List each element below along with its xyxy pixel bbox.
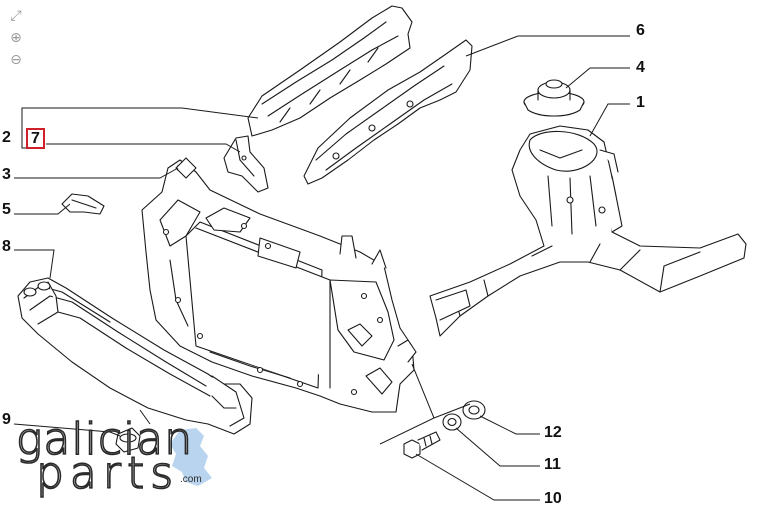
leader-9 <box>13 423 121 437</box>
part-2-upper-reinforcement <box>247 5 413 137</box>
part-1-strut-tower-assembly <box>429 125 747 337</box>
part-6-rear-longitudinal <box>303 39 473 185</box>
leader-3 <box>14 167 179 179</box>
leader-11 <box>455 427 540 467</box>
leader-12 <box>479 415 540 435</box>
part-7-angle-bracket <box>223 135 269 193</box>
callout-1[interactable]: 1 <box>636 94 645 111</box>
callout-12[interactable]: 12 <box>544 424 562 441</box>
callout-9[interactable]: 9 <box>2 411 11 428</box>
logo-domain: .com <box>180 474 202 485</box>
leader-8-bracket <box>139 409 151 425</box>
galician-parts-watermark: galician parts .com <box>10 414 220 499</box>
part-8-bumper-beam <box>17 277 253 435</box>
galicia-map-icon <box>170 428 212 486</box>
callout-2[interactable]: 2 <box>2 129 11 146</box>
zoom-in-icon[interactable]: ⊕ <box>10 30 22 46</box>
part-5-clip <box>61 193 105 215</box>
zoom-out-icon[interactable]: ⊖ <box>10 52 22 68</box>
callout-7-selected[interactable]: 7 <box>26 128 45 149</box>
leader-5 <box>14 203 71 215</box>
leader-4 <box>565 67 630 89</box>
part-4-strut-mount <box>523 79 585 117</box>
part-10-bolt <box>403 431 441 459</box>
callout-11[interactable]: 11 <box>544 456 561 473</box>
leader-8 <box>14 249 55 279</box>
leader-7 <box>46 143 241 153</box>
callout-10[interactable]: 10 <box>544 490 562 507</box>
leader-10 <box>415 453 540 501</box>
leader-6 <box>465 35 630 57</box>
callout-3[interactable]: 3 <box>2 166 11 183</box>
leader-fastener-group <box>379 363 471 445</box>
part-12-washer <box>462 400 486 420</box>
leader-1 <box>589 103 630 137</box>
callout-6[interactable]: 6 <box>636 22 645 39</box>
fit-to-screen-icon[interactable]: ⤢ <box>10 8 22 24</box>
part-9-plug <box>115 427 141 453</box>
zoom-toolbar: ⤢ ⊕ ⊖ <box>6 6 28 72</box>
callout-8[interactable]: 8 <box>2 238 11 255</box>
leader-2 <box>22 107 259 119</box>
callout-5[interactable]: 5 <box>2 201 11 218</box>
logo-word-galician: galician <box>15 414 194 465</box>
callout-4[interactable]: 4 <box>636 59 645 76</box>
logo-word-parts: parts <box>35 448 180 499</box>
part-3-front-frame <box>141 157 417 413</box>
part-11-washer <box>442 413 462 431</box>
